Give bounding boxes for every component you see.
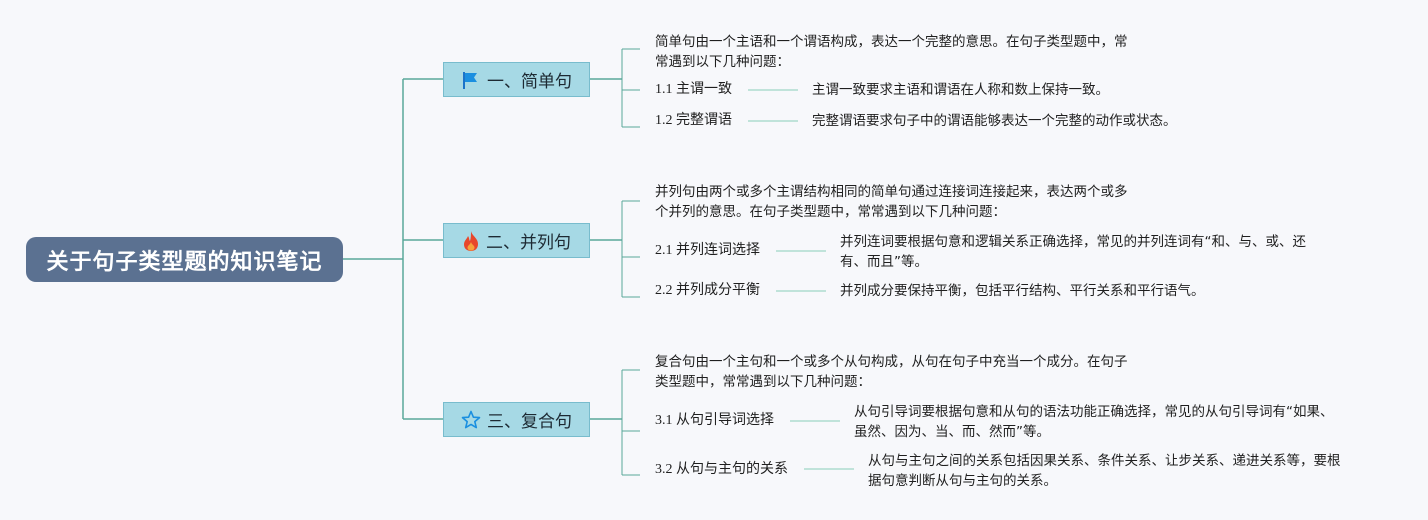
sub-topic-description: 并列成分要保持平衡，包括平行结构、平行关系和平行语气。 [840,283,1205,299]
root-topic[interactable]: 关于句子类型题的知识笔记 [26,237,343,282]
branch-label: 一、简单句 [487,72,572,92]
sub-topic-description: 完整谓语要求句子中的谓语能够表达一个完整的动作或状态。 [812,113,1177,129]
sub-topic-label[interactable]: 2.2 并列成分平衡 [655,283,760,298]
sub-topic-label[interactable]: 1.2 完整谓语 [655,113,732,128]
root-title: 关于句子类型题的知识笔记 [46,249,323,275]
branch-simple-sentence[interactable]: 一、简单句 [443,62,590,97]
sub-topic-description: 从句与主句之间的关系包括因果关系、条件关系、让步关系、递进关系等，要根据句意判断… [868,453,1341,489]
sub-topic-description: 从句引导词要根据句意和从句的语法功能正确选择，常见的从句引导词有“如果、虽然、因… [854,404,1334,440]
branch-complex-sentence[interactable]: 三、复合句 [443,402,590,437]
flag-icon [461,70,481,90]
sub-topic-description: 主谓一致要求主语和谓语在人称和数上保持一致。 [812,82,1109,98]
sub-topic-label[interactable]: 3.2 从句与主句的关系 [655,462,788,477]
star-icon [461,410,481,430]
sub-topic-label[interactable]: 2.1 并列连词选择 [655,243,760,258]
branch-label: 三、复合句 [487,412,572,432]
branch-label: 二、并列句 [486,233,571,253]
branch-intro: 复合句由一个主句和一个或多个从句构成，从句在句子中充当一个成分。在句子类型题中，… [655,354,1128,390]
branch-intro: 并列句由两个或多个主谓结构相同的简单句通过连接词连接起来，表达两个或多个并列的意… [655,184,1128,220]
branch-intro: 简单句由一个主语和一个谓语构成，表达一个完整的意思。在句子类型题中，常常遇到以下… [655,34,1128,70]
fire-icon [462,230,480,252]
branch-compound-sentence[interactable]: 二、并列句 [443,223,590,258]
sub-topic-label[interactable]: 1.1 主谓一致 [655,82,732,97]
sub-topic-description: 并列连词要根据句意和逻辑关系正确选择，常见的并列连词有“和、与、或、还有、而且”… [840,234,1306,270]
sub-topic-label[interactable]: 3.1 从句引导词选择 [655,413,774,428]
